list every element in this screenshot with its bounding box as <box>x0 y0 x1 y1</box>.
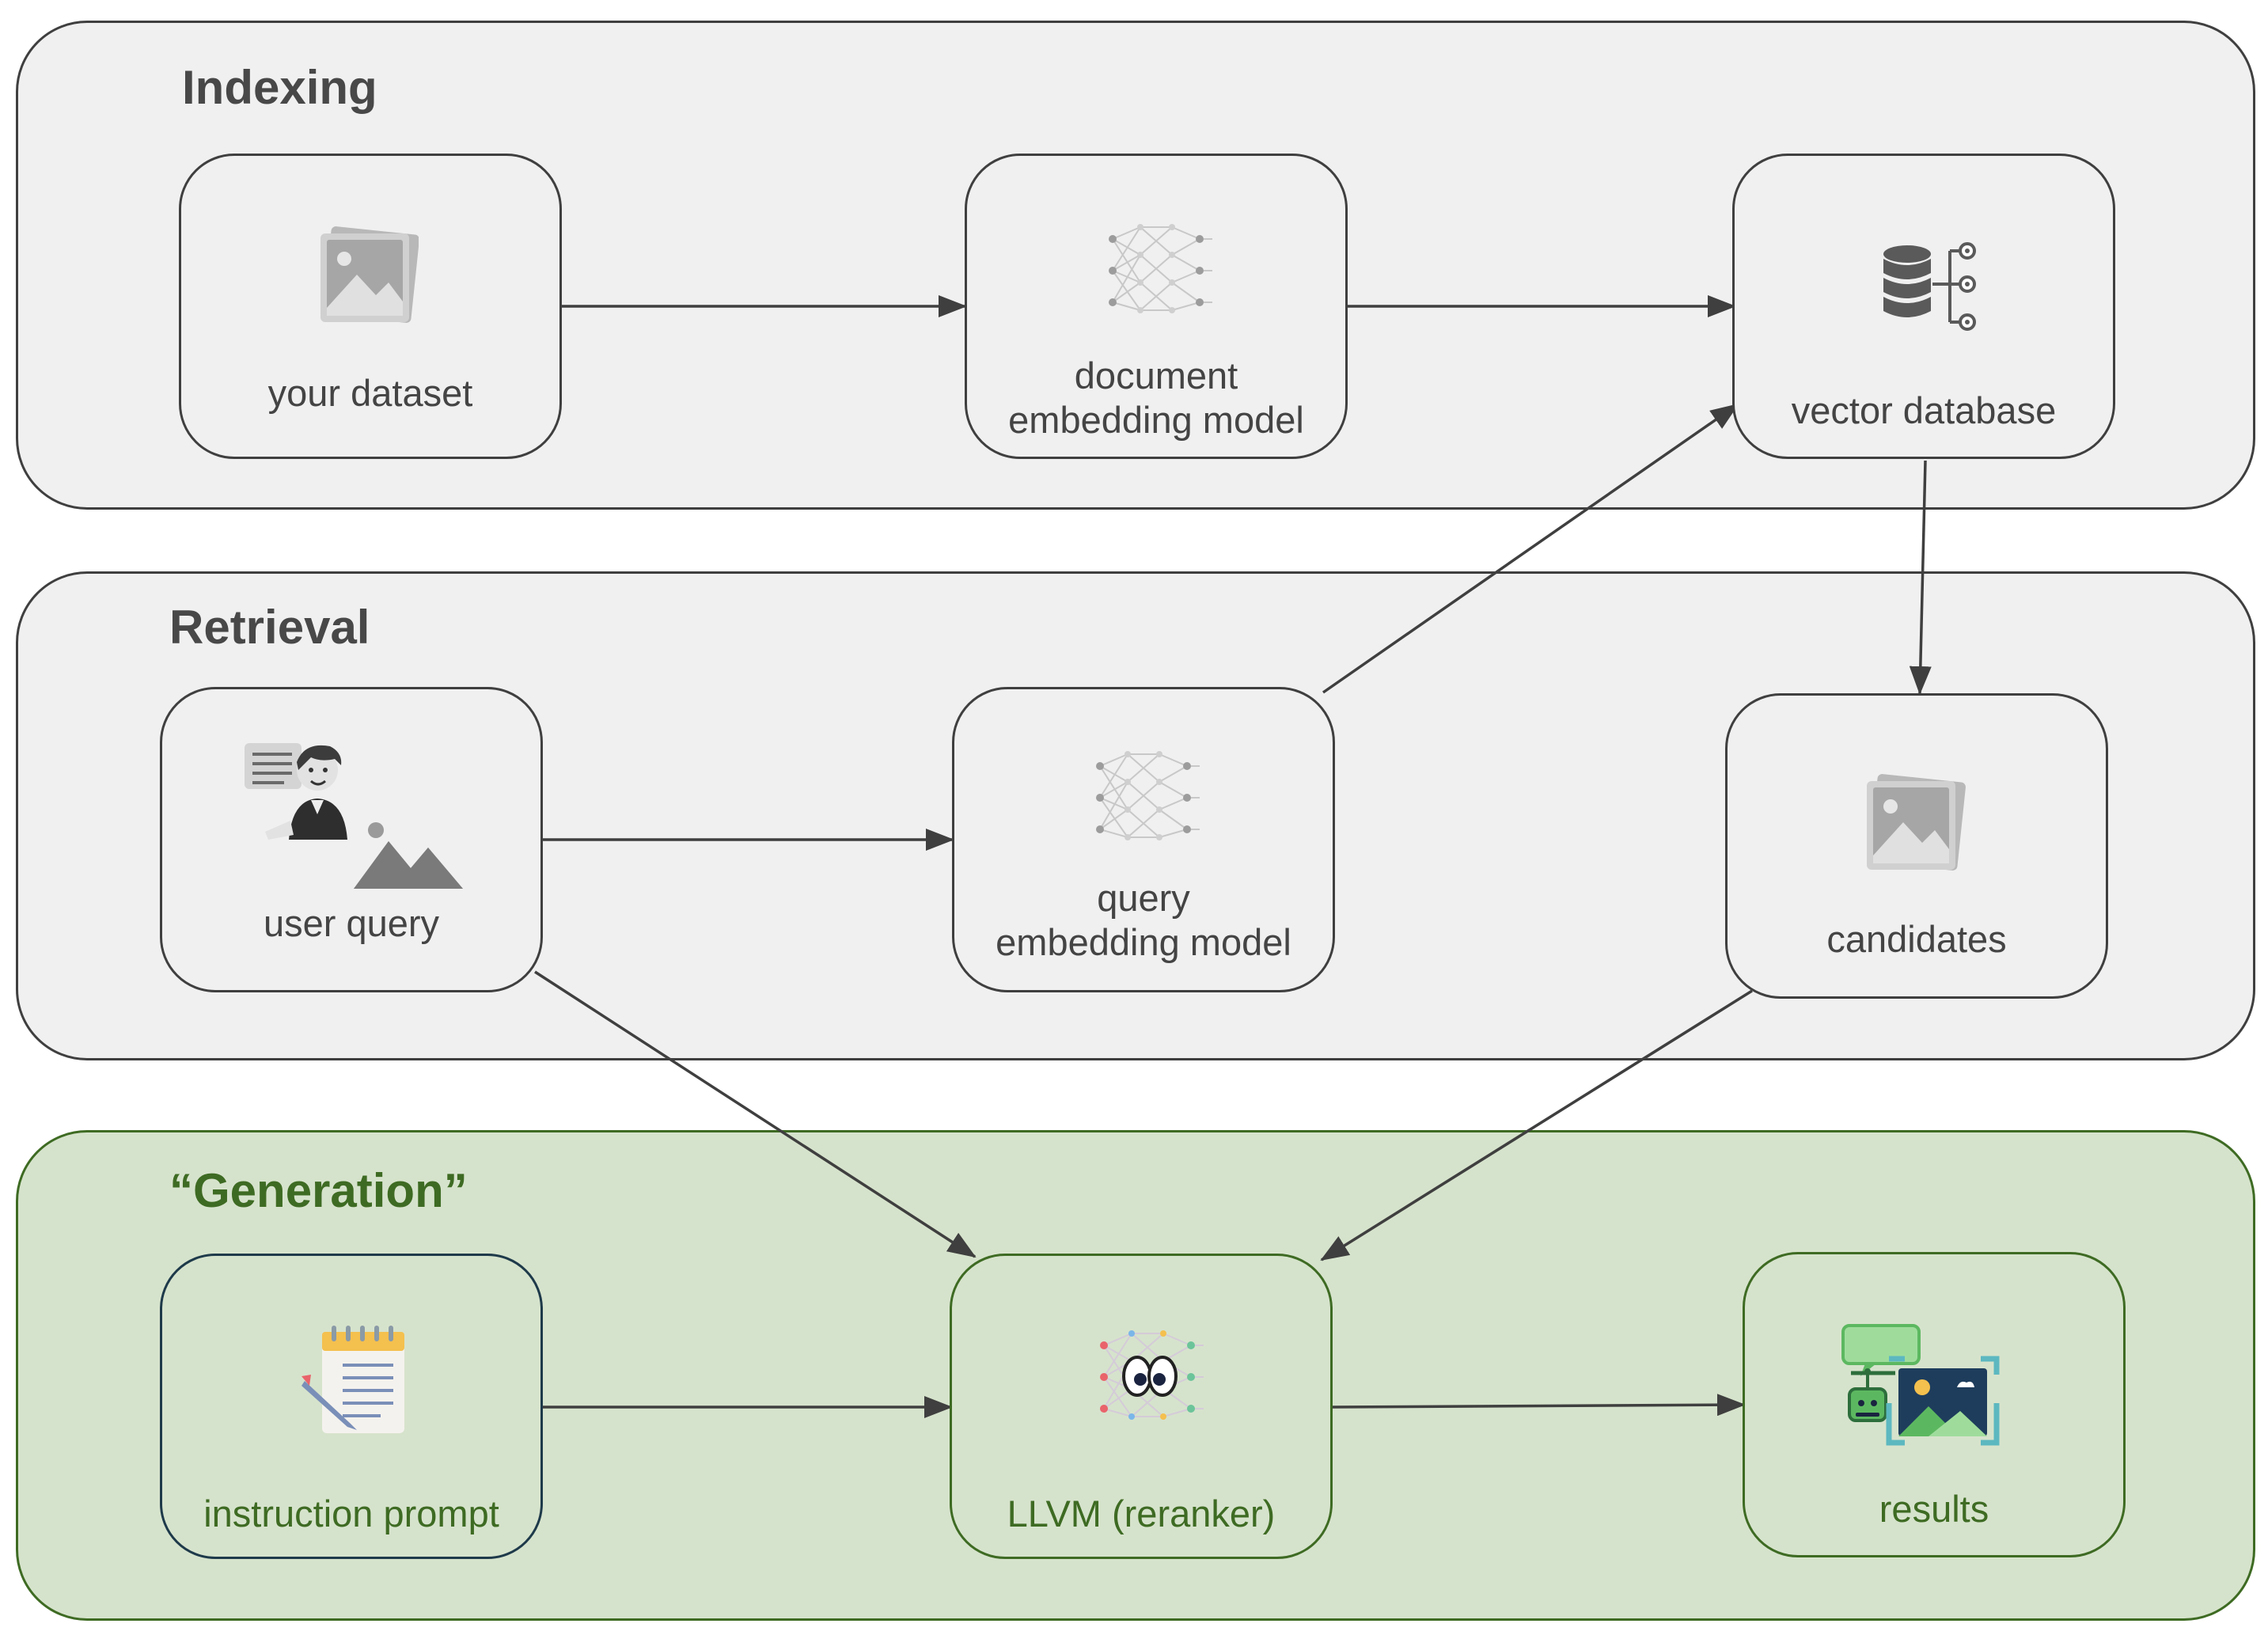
vector-database-label: vector database <box>1791 389 2057 431</box>
neural-network-icon <box>1096 751 1200 840</box>
database-icon <box>1883 242 1976 331</box>
llvm-reranker-label: LLVM (reranker) <box>1007 1493 1276 1534</box>
retrieval-title: Retrieval <box>169 601 370 654</box>
arrow-userquery-to-llvm <box>534 970 977 1258</box>
notepad-icon <box>302 1326 404 1433</box>
your-dataset-label: your dataset <box>267 372 473 414</box>
llvm-reranker-node: LLVM (reranker) <box>950 1254 1333 1559</box>
image-stack-icon <box>320 226 419 323</box>
image-stack-icon <box>1867 774 1966 871</box>
candidates-node: candidates <box>1725 693 2108 999</box>
query-embedding-label-line1: query <box>1097 877 1190 919</box>
user-query-icon <box>245 743 463 889</box>
neural-network-icon <box>1109 224 1212 313</box>
arrow-llvm-to-results <box>1332 1394 1746 1417</box>
your-dataset-node: your dataset <box>179 154 562 459</box>
arrow-query-embed-to-vectordb <box>1322 403 1739 694</box>
query-embedding-label-line2: embedding model <box>996 921 1291 963</box>
arrow-candidates-to-llvm <box>1320 989 1753 1261</box>
robot-image-results-icon <box>1841 1324 2000 1446</box>
instruction-prompt-node: instruction prompt <box>160 1254 543 1559</box>
document-embedding-label-line1: document <box>1074 355 1238 396</box>
document-embedding-label-line2: embedding model <box>1008 399 1304 441</box>
user-query-node: user query <box>160 687 543 992</box>
user-query-label: user query <box>263 902 440 944</box>
arrow-vectordb-to-candidates <box>1909 460 1932 695</box>
results-node: results <box>1743 1252 2126 1557</box>
generation-title: “Generation” <box>169 1164 468 1217</box>
instruction-prompt-label: instruction prompt <box>203 1493 499 1534</box>
query-embedding-model-node: query embedding model <box>952 687 1335 992</box>
candidates-label: candidates <box>1826 918 2007 960</box>
neural-network-eyes-icon <box>1100 1330 1204 1420</box>
indexing-title: Indexing <box>182 61 377 114</box>
document-embedding-model-node: document embedding model <box>965 154 1348 459</box>
vector-database-node: vector database <box>1732 154 2115 459</box>
results-label: results <box>1879 1488 1989 1530</box>
